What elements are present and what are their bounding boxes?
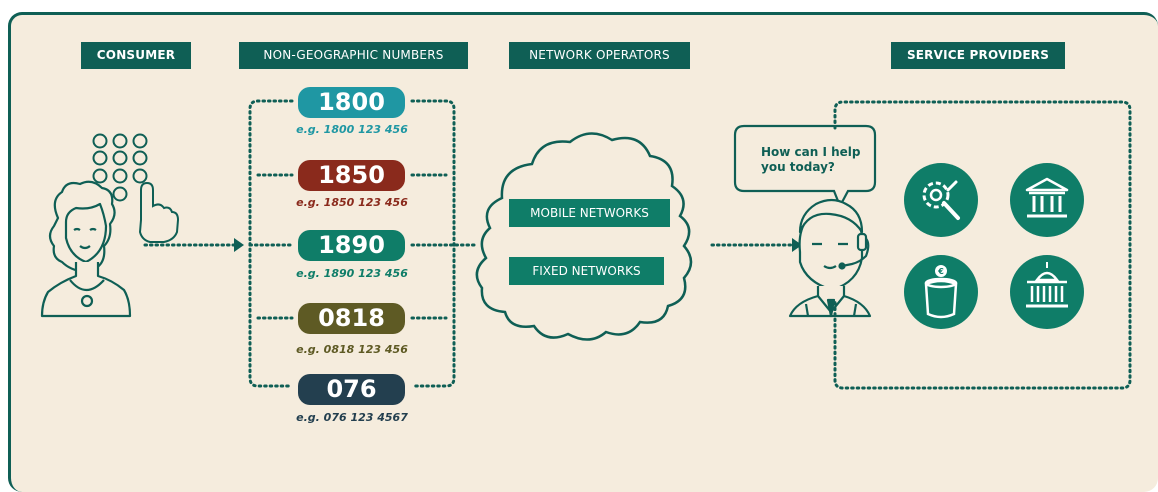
network-cloud — [475, 132, 693, 341]
number-pill-1890: 1890 — [298, 230, 405, 261]
diagram-graphics: € — [40, 99, 1132, 390]
bubble-text-line2: you today? — [761, 160, 835, 174]
header-consumer: CONSUMER — [81, 42, 191, 69]
header-non-geographic-numbers: NON-GEOGRAPHIC NUMBERS — [239, 42, 468, 69]
charity-donation-icon: € — [904, 255, 978, 329]
number-example-1800: e.g. 1800 123 456 — [296, 123, 408, 136]
speech-bubble — [733, 124, 877, 209]
header-network-operators: NETWORK OPERATORS — [509, 42, 690, 69]
number-example-0818: e.g. 0818 123 456 — [296, 343, 408, 356]
number-example-1890: e.g. 1890 123 456 — [296, 267, 408, 280]
number-example-076: e.g. 076 123 4567 — [296, 411, 408, 424]
government-building-icon — [1010, 255, 1084, 329]
number-pill-076: 076 — [298, 374, 405, 405]
agent-icon — [788, 198, 872, 318]
bubble-text-line1: How can I help — [761, 145, 861, 159]
keypad-icon — [92, 133, 180, 243]
number-pill-1800: 1800 — [298, 87, 405, 118]
number-example-1850: e.g. 1850 123 456 — [296, 196, 408, 209]
svg-text:€: € — [937, 267, 944, 276]
number-pill-0818: 0818 — [298, 303, 405, 334]
bank-icon — [1010, 163, 1084, 237]
consumer-icon — [40, 180, 132, 318]
mobile-networks-box: MOBILE NETWORKS — [509, 199, 670, 227]
number-pill-1850: 1850 — [298, 160, 405, 191]
header-service-providers: SERVICE PROVIDERS — [891, 42, 1065, 69]
gear-wrench-icon — [904, 163, 978, 237]
fixed-networks-box: FIXED NETWORKS — [509, 257, 664, 285]
